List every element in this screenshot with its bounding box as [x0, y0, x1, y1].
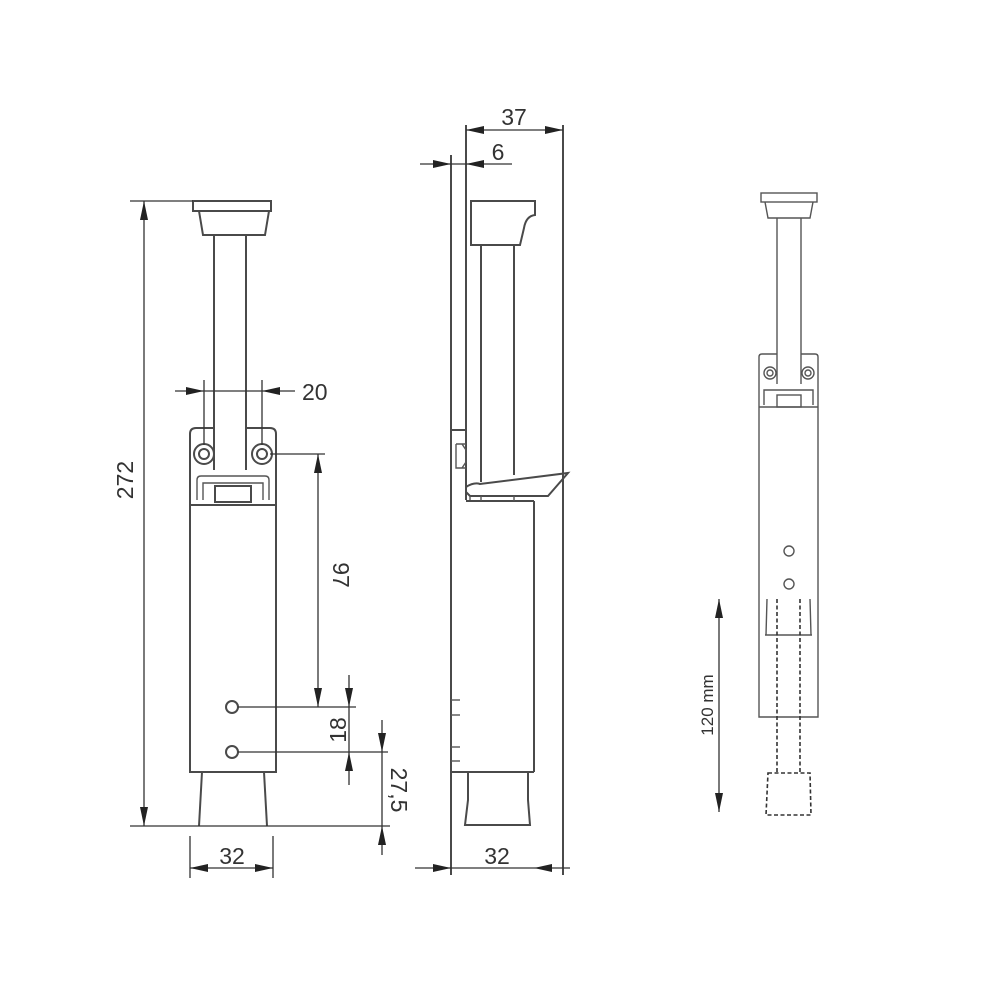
extended-foot-dashed [765, 772, 812, 816]
front-lower-hole-1 [225, 700, 239, 714]
front-screw-hole-right [251, 443, 273, 465]
side-cap [470, 200, 536, 246]
dim-32-front: 32 [219, 843, 245, 869]
dim-18: 18 [325, 717, 351, 743]
front-screw-hole-left [193, 443, 215, 465]
dim-27-5: 27,5 [386, 768, 412, 813]
dim-97: 97 [328, 562, 354, 588]
side-screw [455, 443, 467, 469]
dim-32-side: 32 [484, 843, 510, 869]
dim-37: 37 [501, 104, 527, 130]
side-view: 37 6 32 [415, 104, 571, 875]
side-foot [463, 772, 532, 826]
front-body [189, 427, 277, 773]
front-foot [198, 771, 268, 827]
dim-6: 6 [492, 139, 505, 165]
dim-20: 20 [302, 379, 328, 405]
front-lower-hole-2 [225, 745, 239, 759]
extended-view: 120 mm [698, 192, 819, 816]
side-pedal [465, 471, 571, 497]
dim-120mm: 120 mm [698, 674, 717, 735]
front-cap-plate [192, 200, 272, 212]
dim-272: 272 [112, 461, 138, 499]
front-cap-rubber [198, 210, 270, 236]
front-latch [214, 485, 252, 503]
front-view: 272 20 97 18 27,5 32 [112, 200, 412, 878]
